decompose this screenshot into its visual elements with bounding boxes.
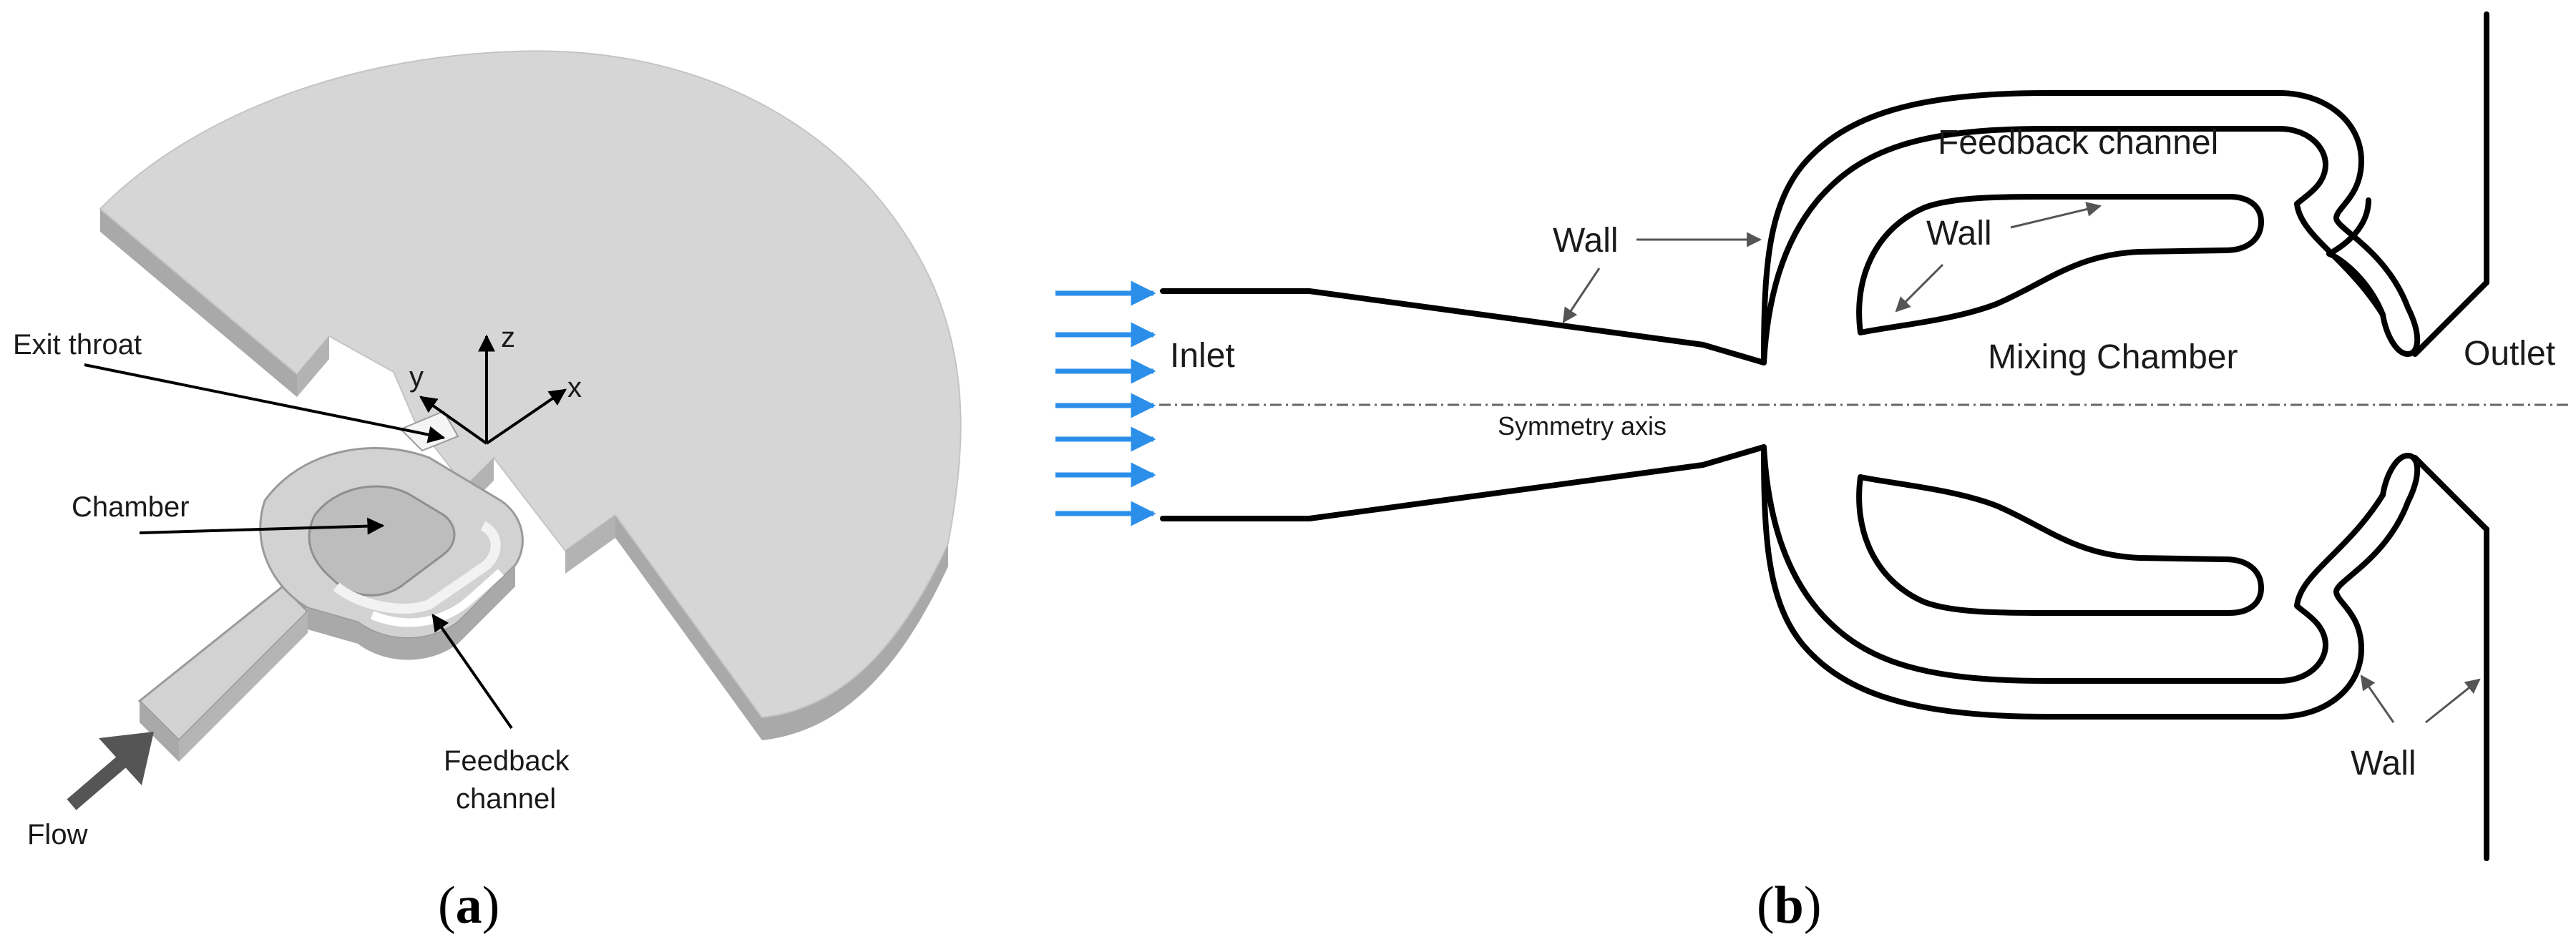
disc-top — [99, 50, 962, 719]
panel-b-labels: Feedback channel Wall Wall Inlet Mixing … — [1170, 124, 2555, 782]
feedback-outer-inner-bottom — [1761, 444, 2386, 684]
outlet-wall-top-diag — [2412, 280, 2489, 357]
outlet-wall-bottom-diag — [2412, 455, 2489, 532]
caption-a: (a) — [438, 876, 499, 935]
chamber-leader — [139, 517, 385, 535]
chamber-label: Chamber — [72, 491, 190, 523]
feedback-label-line2: channel — [456, 783, 556, 815]
panel-b — [1160, 11, 2489, 861]
cutout-walls — [297, 336, 615, 574]
caption-b: (b) — [1757, 876, 1821, 935]
axis-z-label: z — [501, 322, 515, 353]
wall-label-outer: Wall — [1553, 222, 1619, 260]
axis-x-label: x — [567, 372, 582, 403]
inner-wall-bottom — [1856, 474, 2264, 616]
inner-wall-top — [1856, 194, 2264, 335]
wall-label-outlet: Wall — [2351, 745, 2416, 782]
wall-label-inner: Wall — [1926, 215, 1992, 252]
outer-contour-bottom — [1160, 444, 2421, 720]
disc-side — [100, 209, 948, 740]
coordinate-axes: z x y — [409, 322, 582, 445]
inlet-arrows — [1055, 280, 1156, 526]
inlet-label: Inlet — [1170, 337, 1235, 375]
mixing-chamber-label: Mixing Chamber — [1988, 338, 2238, 376]
outlet-label: Outlet — [2464, 335, 2555, 373]
exit-throat-label: Exit throat — [13, 329, 142, 360]
feedback-leader — [431, 614, 513, 730]
flow-arrow-icon — [67, 732, 154, 810]
wall-leaders — [1562, 202, 2481, 724]
exit-throat-leader — [84, 363, 446, 443]
feedback-outer-inner-top — [1761, 126, 2386, 365]
panel-a: z x y Exit throat Chamber Feedback chann… — [13, 50, 962, 935]
feedback-channel-label: Feedback channel — [1938, 124, 2218, 162]
feedback-label-line1: Feedback — [444, 745, 570, 777]
outer-contour-top — [1160, 90, 2421, 365]
axis-y-label: y — [409, 361, 424, 393]
flow-label: Flow — [27, 819, 88, 850]
symmetry-axis-label: Symmetry axis — [1498, 411, 1667, 441]
